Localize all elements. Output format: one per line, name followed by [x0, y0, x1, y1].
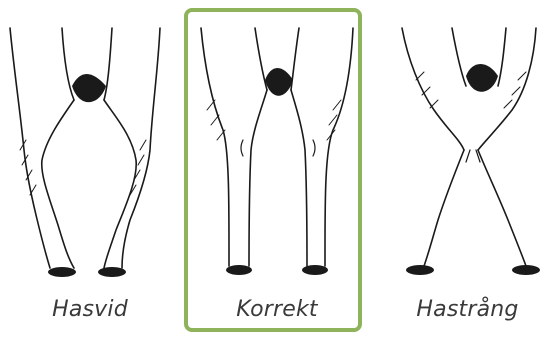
panel-hasvid: Hasvid [0, 0, 180, 339]
selected-highlight-frame [184, 8, 362, 332]
caption-hastrang: Hastrång [386, 297, 549, 322]
hasvid-legs-illustration [0, 0, 180, 290]
panel-hastrang: Hastrång [386, 0, 549, 339]
caption-hasvid: Hasvid [0, 297, 180, 322]
hastrang-legs-illustration [386, 0, 549, 290]
